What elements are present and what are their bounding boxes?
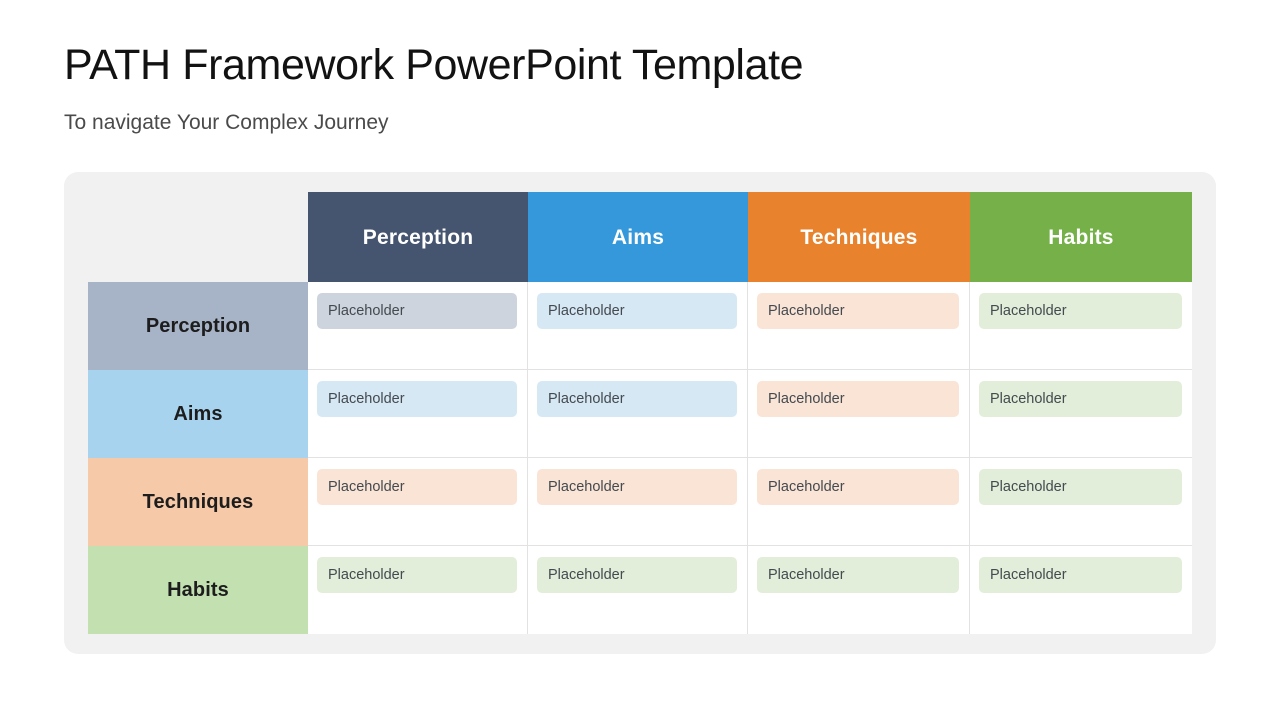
row-header-habits[interactable]: Habits	[88, 546, 308, 634]
matrix-cell: Placeholder	[748, 458, 970, 546]
placeholder-pill[interactable]: Placeholder	[979, 469, 1182, 505]
placeholder-pill[interactable]: Placeholder	[537, 381, 737, 417]
placeholder-pill[interactable]: Placeholder	[979, 293, 1182, 329]
row-header-aims[interactable]: Aims	[88, 370, 308, 458]
matrix-cell: Placeholder	[748, 370, 970, 458]
matrix-cell: Placeholder	[970, 370, 1192, 458]
matrix-cell: Placeholder	[308, 370, 528, 458]
placeholder-pill[interactable]: Placeholder	[317, 381, 517, 417]
placeholder-pill[interactable]: Placeholder	[757, 293, 959, 329]
placeholder-pill[interactable]: Placeholder	[317, 557, 517, 593]
matrix-corner-cell	[88, 192, 308, 282]
matrix-cell: Placeholder	[528, 546, 748, 634]
matrix-cell: Placeholder	[528, 370, 748, 458]
page-title: PATH Framework PowerPoint Template	[64, 41, 804, 89]
row-header-perception[interactable]: Perception	[88, 282, 308, 370]
placeholder-pill[interactable]: Placeholder	[757, 381, 959, 417]
matrix-cell: Placeholder	[308, 282, 528, 370]
matrix-cell: Placeholder	[308, 546, 528, 634]
page-subtitle: To navigate Your Complex Journey	[64, 111, 389, 134]
column-header-aims[interactable]: Aims	[528, 192, 748, 282]
placeholder-pill[interactable]: Placeholder	[757, 469, 959, 505]
placeholder-pill[interactable]: Placeholder	[979, 557, 1182, 593]
matrix-cell: Placeholder	[748, 282, 970, 370]
row-header-techniques[interactable]: Techniques	[88, 458, 308, 546]
placeholder-pill[interactable]: Placeholder	[537, 293, 737, 329]
placeholder-pill[interactable]: Placeholder	[317, 293, 517, 329]
column-header-techniques[interactable]: Techniques	[748, 192, 970, 282]
matrix-cell: Placeholder	[970, 458, 1192, 546]
matrix-cell: Placeholder	[528, 458, 748, 546]
matrix-cell: Placeholder	[748, 546, 970, 634]
column-header-perception[interactable]: Perception	[308, 192, 528, 282]
matrix-cell: Placeholder	[970, 546, 1192, 634]
placeholder-pill[interactable]: Placeholder	[537, 469, 737, 505]
matrix-cell: Placeholder	[970, 282, 1192, 370]
matrix-cell: Placeholder	[528, 282, 748, 370]
column-header-habits[interactable]: Habits	[970, 192, 1192, 282]
placeholder-pill[interactable]: Placeholder	[317, 469, 517, 505]
matrix-cell: Placeholder	[308, 458, 528, 546]
placeholder-pill[interactable]: Placeholder	[757, 557, 959, 593]
placeholder-pill[interactable]: Placeholder	[979, 381, 1182, 417]
placeholder-pill[interactable]: Placeholder	[537, 557, 737, 593]
